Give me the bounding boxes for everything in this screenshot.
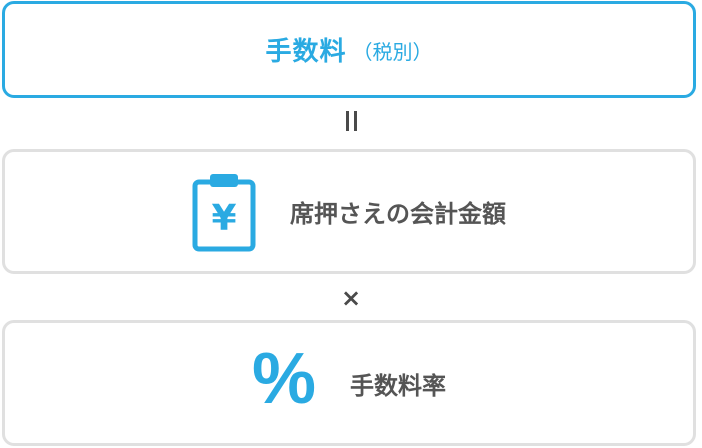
fee-tax-note: （税別） [352,40,433,64]
fee-title: 手数料 [265,37,347,67]
receipt-yen-icon: ¥ [192,173,256,251]
amount-label: 席押さえの会計金額 [290,200,506,228]
rate-label: 手数料率 [350,371,447,400]
fee-box: 手数料 （税別） [2,1,696,98]
yen-glyph: ¥ [211,198,236,239]
percent-icon: % [251,339,317,419]
equals-vertical-icon [345,111,357,131]
amount-box: ¥ 席押さえの会計金額 [2,149,696,274]
rate-box: % 手数料率 [2,320,696,446]
equals-operator [0,111,702,135]
multiply-operator: × [340,284,362,312]
